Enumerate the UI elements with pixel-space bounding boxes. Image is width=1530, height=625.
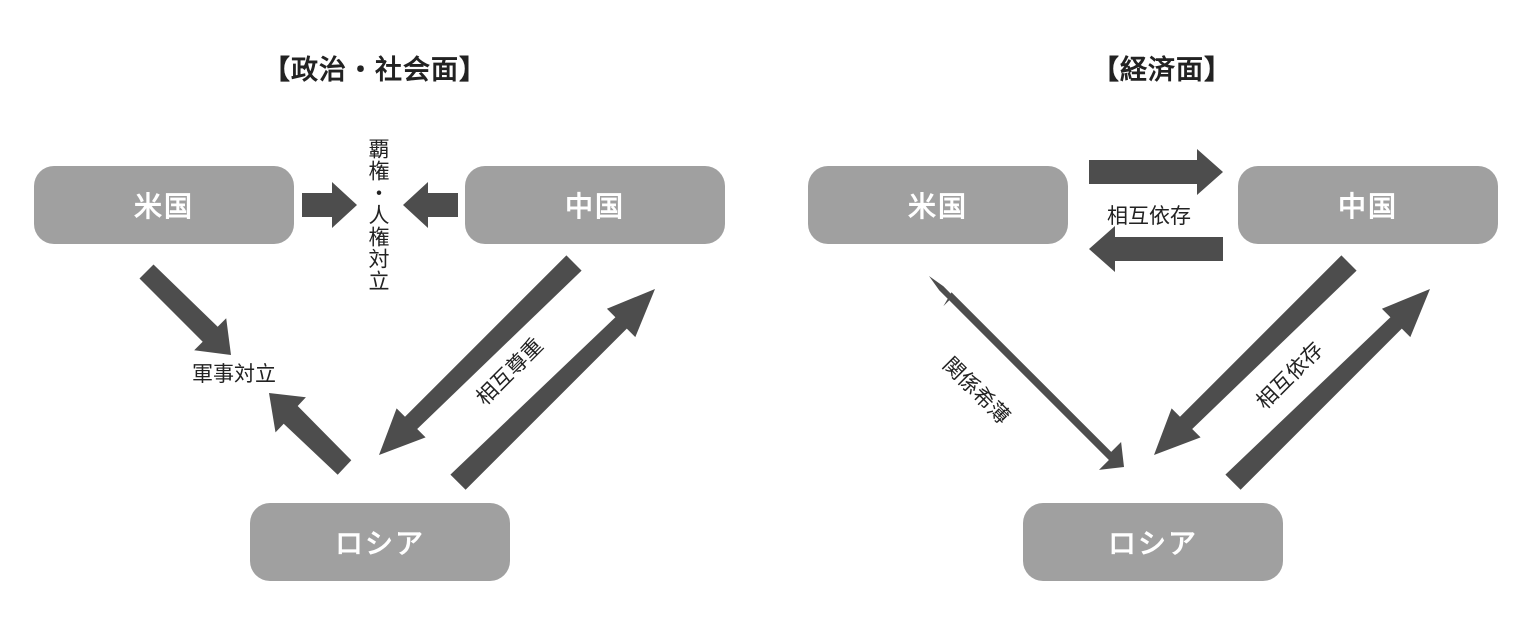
arrows-layer xyxy=(139,182,655,490)
label-us-china-interdependence: 相互依存 xyxy=(1107,204,1191,228)
arrow-us-to-military xyxy=(139,264,231,355)
arrow-us-russia xyxy=(929,276,1124,470)
node-us: 米国 xyxy=(808,166,1068,244)
arrow-china-to-russia xyxy=(379,255,582,455)
label-military-conflict: 軍事対立 xyxy=(192,362,276,386)
node-us: 米国 xyxy=(34,166,294,244)
panel-title: 【政治・社会面】 xyxy=(263,55,487,86)
arrow-russia-to-military xyxy=(269,393,352,475)
panel-title: 【経済面】 xyxy=(1092,55,1232,86)
arrow-russia-to-china xyxy=(450,289,655,490)
arrow-russia-to-china xyxy=(1225,289,1430,490)
node-russia: ロシア xyxy=(1023,503,1283,581)
arrow-china-to-hegemony xyxy=(403,182,458,228)
node-china: 中国 xyxy=(1238,166,1498,244)
node-russia: ロシア xyxy=(250,503,510,581)
label-hegemony-conflict: 覇権・人権対立 xyxy=(366,138,390,292)
arrows-layer xyxy=(929,149,1430,490)
economic-panel: 【経済面】 米国 中国 ロシア 相互依存 関係希薄 相互依存 xyxy=(765,0,1530,625)
arrow-china-to-russia xyxy=(1154,255,1357,455)
arrow-us-to-hegemony xyxy=(302,182,357,228)
arrow-us-to-china xyxy=(1089,149,1223,195)
political-social-panel: 【政治・社会面】 米国 中国 ロシア 覇権・人権対立 軍事対立 相互尊重 xyxy=(34,55,725,581)
arrow-china-to-us xyxy=(1089,226,1223,272)
node-china: 中国 xyxy=(465,166,725,244)
